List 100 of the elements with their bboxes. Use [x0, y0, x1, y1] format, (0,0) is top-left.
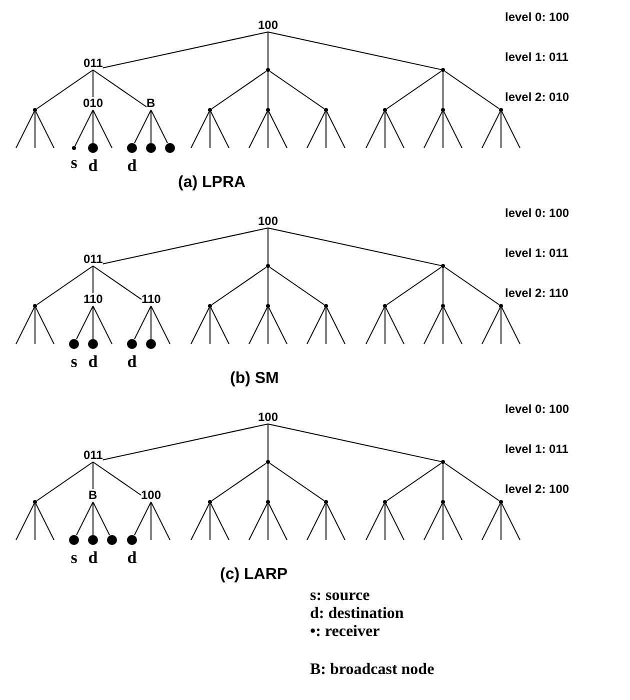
node-code-label: 010 [83, 97, 104, 110]
tree-branch [92, 70, 94, 98]
tree-branch [34, 504, 36, 540]
tree-branch [36, 70, 94, 110]
tree-branch [190, 308, 210, 344]
tree-branch [268, 112, 288, 148]
tree-branch [248, 308, 268, 344]
tree-branch [92, 462, 94, 490]
tree-branch [442, 268, 444, 304]
node-code-label: 011 [84, 57, 103, 70]
tree-branch [270, 266, 324, 306]
tree-branch [270, 462, 324, 502]
tree-branch [366, 308, 384, 344]
tree-branch [190, 112, 210, 148]
tree-branch [326, 504, 346, 540]
panel-caption: (c) LARP [220, 566, 288, 584]
tree-branch [444, 504, 462, 540]
tree-branch [482, 112, 500, 148]
tree-branch [366, 112, 384, 148]
role-letter: d [127, 157, 137, 174]
tree-branch [502, 308, 520, 344]
tree-branch [102, 228, 268, 264]
tree-branch [248, 504, 268, 540]
node-code-label: 011 [84, 449, 103, 462]
tree-branch [150, 306, 170, 344]
tree-branch [102, 424, 268, 460]
legend-entry: s: source [310, 587, 370, 605]
tree-branch [384, 112, 386, 148]
tree-branch [36, 266, 94, 306]
tree-branch [502, 112, 520, 148]
tree-branch [384, 504, 386, 540]
level-code-label: level 0: 100 [505, 206, 570, 220]
tree-branch [326, 308, 346, 344]
tree-branch [306, 112, 326, 148]
tree-branch [444, 266, 500, 306]
node-code-label: 100 [258, 19, 278, 32]
tree-branch [150, 502, 152, 540]
tree-branch [326, 112, 346, 148]
tree-branch [444, 308, 462, 344]
tree-branch [150, 306, 152, 340]
tree-branch [386, 112, 404, 148]
tree-branch [306, 308, 326, 344]
tree-branch [210, 308, 230, 344]
node-code-label: 100 [141, 489, 162, 502]
tree-branch [268, 308, 288, 344]
tree-branch [210, 112, 230, 148]
tree-branch [36, 504, 54, 540]
tree-branch [268, 228, 442, 266]
tree-branch [212, 266, 266, 306]
level-code-label: level 1: 011 [505, 246, 568, 260]
tree-branch [36, 462, 94, 502]
tree-branch [134, 306, 152, 340]
tree-branch [92, 110, 112, 148]
tree-branch [212, 70, 266, 110]
tree-branch [92, 306, 94, 340]
tree-branch [442, 464, 444, 500]
level-code-label: level 1: 011 [505, 442, 568, 456]
node-code-label: 100 [258, 411, 278, 424]
tree-branch [482, 308, 500, 344]
tree-branch [268, 424, 442, 462]
tree-branch [248, 112, 268, 148]
tree-branch [270, 70, 324, 110]
tree-branch [36, 112, 54, 148]
tree-branch [386, 266, 442, 306]
tree-branch [444, 112, 462, 148]
tree-branch [150, 502, 170, 540]
tree-branch [76, 502, 94, 536]
tree-branch [442, 72, 444, 108]
tree-branch [36, 308, 54, 344]
tree-branch [386, 504, 404, 540]
tree-branch [444, 70, 500, 110]
node-code-label: 011 [84, 253, 103, 266]
node-code-label: B [88, 489, 98, 502]
legend-entry: •: receiver [310, 623, 380, 641]
tree-branch [92, 502, 110, 536]
tree-branch [34, 308, 36, 344]
role-letter: d [88, 157, 98, 174]
role-letter: d [127, 353, 137, 370]
tree-branch [92, 70, 147, 108]
role-letter: d [88, 549, 98, 566]
tree-branch [482, 504, 500, 540]
tree-branch [74, 110, 94, 146]
level-code-label: level 0: 100 [505, 402, 570, 416]
level-code-label: level 0: 100 [505, 10, 570, 24]
tree-branch [134, 110, 152, 144]
node-code-label: B [146, 97, 156, 110]
tree-branch [442, 112, 444, 148]
tree-branch [386, 70, 442, 110]
tree-branch [92, 462, 142, 496]
role-letter: d [88, 353, 98, 370]
level-code-label: level 2: 110 [505, 286, 568, 300]
tree-branch [210, 504, 230, 540]
tree-branch [134, 502, 152, 536]
tree-branch [16, 112, 34, 148]
panel-caption: (b) SM [230, 370, 279, 388]
tree-branch [150, 110, 168, 144]
tree-branch [150, 110, 152, 144]
tree-branch [386, 308, 404, 344]
tree-branch [92, 266, 94, 294]
tree-branch [500, 308, 502, 344]
